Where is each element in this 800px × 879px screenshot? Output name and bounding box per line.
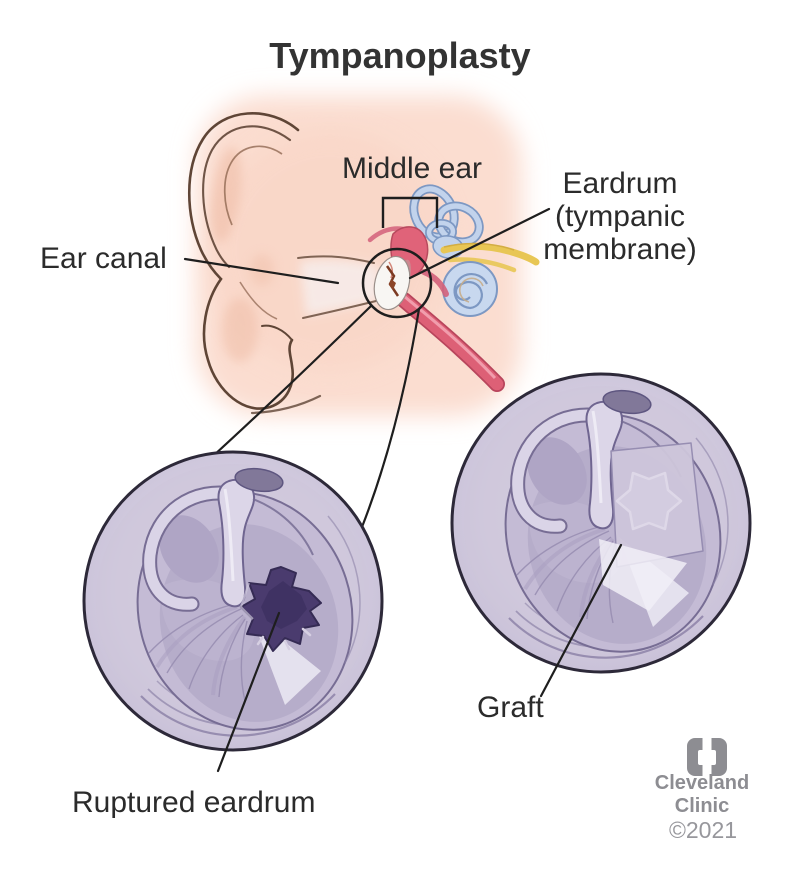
ruptured-eardrum-view [84, 452, 383, 758]
page-title: Tympanoplasty [269, 35, 530, 76]
middle-ear-label: Middle ear [342, 152, 482, 185]
magnifier-line-left [210, 304, 373, 459]
graft-label-group: Graft [477, 543, 623, 724]
eardrum-label-line3: membrane) [543, 233, 696, 266]
magnifier-circle [361, 247, 433, 319]
inner-ear-structures [367, 184, 540, 392]
eardrum-small [373, 255, 411, 311]
graft-patch [599, 442, 704, 611]
eustachian-tube [396, 292, 505, 392]
brand-name-line1: Cleveland [655, 772, 749, 794]
ear-canal-shape [300, 259, 380, 316]
brand-name-line2: Clinic [675, 795, 729, 817]
ear-canal-leader-line [183, 257, 340, 285]
ruptured-eardrum-label: Ruptured eardrum [72, 786, 315, 819]
ear-anatomy-diagram [188, 96, 540, 529]
eardrum-label-group: Eardrum (tympanic membrane) [408, 167, 697, 280]
cleveland-clinic-logo: Cleveland Clinic ©2021 [655, 738, 749, 843]
ear-canal-label-group: Ear canal [40, 242, 340, 285]
ruptured-eardrum-label-group: Ruptured eardrum [72, 611, 315, 819]
ruptured-eardrum-leader-line [216, 611, 281, 773]
middle-ear-label-group: Middle ear [342, 152, 482, 228]
eardrum-label-line2: (tympanic [555, 200, 685, 233]
cleveland-clinic-mark-icon [687, 738, 727, 776]
eardrum-leader-line [408, 207, 551, 280]
ear-canal-label: Ear canal [40, 242, 167, 275]
copyright-text: ©2021 [669, 817, 737, 843]
cochlea [442, 261, 498, 317]
middle-ear-bracket [381, 196, 439, 228]
rupture-hole [239, 566, 322, 652]
eardrum-label-line1: Eardrum [562, 167, 677, 200]
magnifier-line-right [360, 307, 421, 529]
graft-leader-line [539, 543, 623, 698]
graft-eardrum-view [452, 374, 751, 680]
graft-label: Graft [477, 691, 544, 724]
